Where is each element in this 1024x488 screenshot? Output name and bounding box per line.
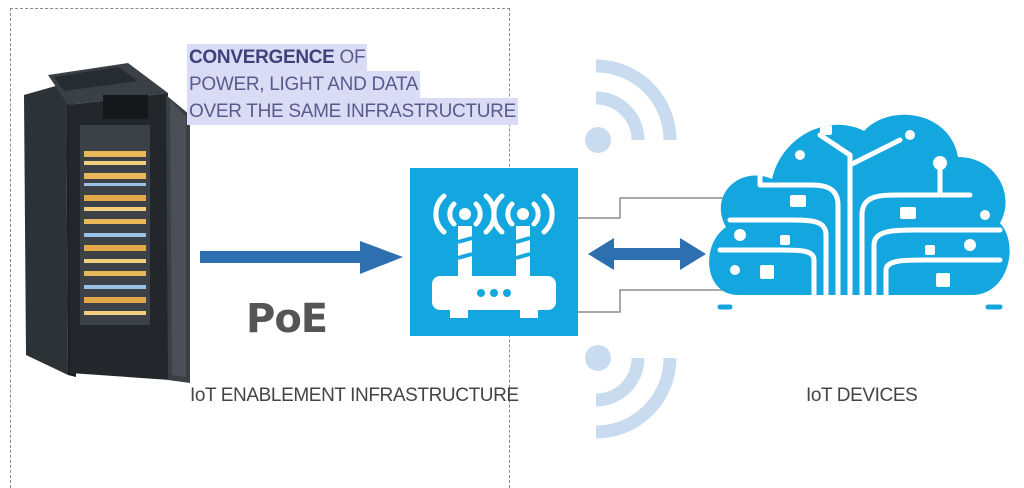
convergence-headline: CONVERGENCE OF POWER, LIGHT AND DATA OVE… (187, 44, 518, 125)
router-icon (432, 193, 556, 318)
headline-line-2: POWER, LIGHT AND DATA (187, 71, 421, 98)
devices-label: IoT DEVICES (806, 385, 918, 406)
infrastructure-label: IoT ENABLEMENT INFRASTRUCTURE (190, 385, 519, 406)
router-box (410, 168, 578, 336)
headline-line-3: OVER THE SAME INFRASTRUCTURE (187, 98, 518, 125)
headline-line-1: CONVERGENCE OF (187, 44, 368, 71)
poe-arrow (200, 241, 403, 274)
bidirectional-arrow (588, 238, 706, 270)
connector-lines (578, 197, 728, 313)
wifi-signal-icon (585, 59, 677, 153)
cloud-network-icon (709, 114, 1010, 328)
wifi-signal-icon (585, 345, 677, 439)
server-rack-icon (24, 63, 190, 383)
poe-label: PoE (246, 296, 328, 342)
